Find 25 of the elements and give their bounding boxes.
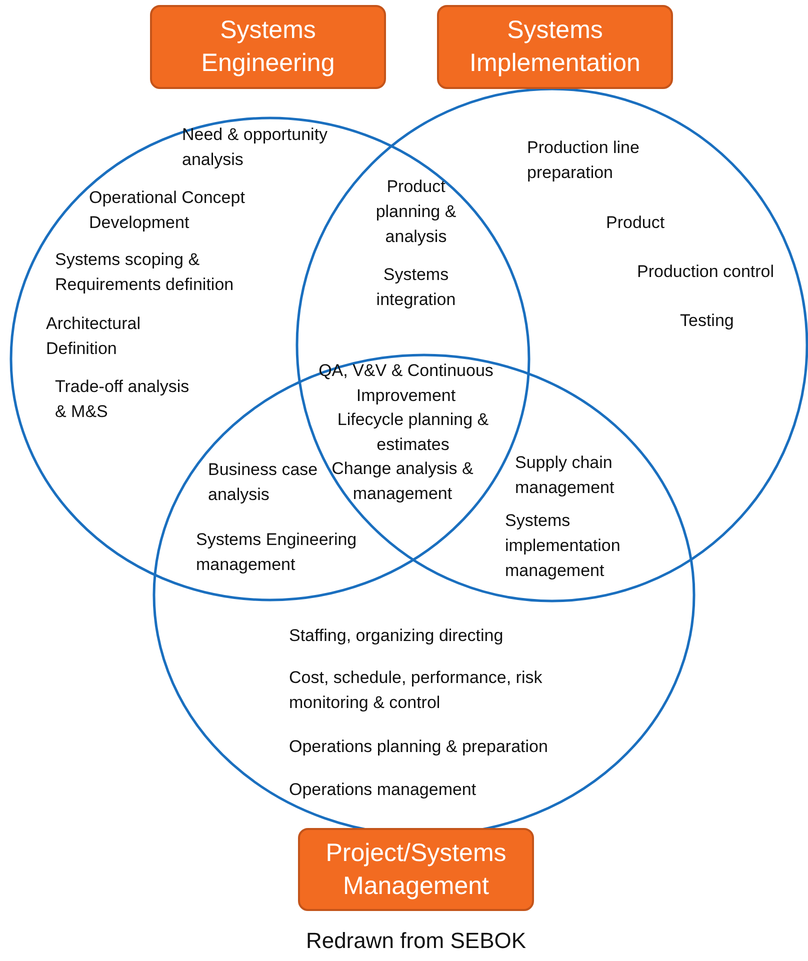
activity-text: Staffing, organizing directing — [289, 625, 504, 647]
activity-text: Systems scoping & Requirements definition — [55, 249, 235, 296]
activity-text: Trade-off analysis & M&S — [55, 376, 190, 423]
activity-text: Testing — [680, 310, 735, 332]
activity-text: Need & opportunity analysis — [182, 124, 329, 171]
activity-text: Cost, schedule, performance, risk monitoring & control — [289, 667, 544, 714]
heading-box: Systems Implementation — [437, 5, 673, 89]
activity-text: Architectural Definition — [46, 313, 142, 360]
activity-text: Operational Concept Development — [89, 187, 246, 234]
activity-text: Systems Engineering management — [196, 529, 358, 576]
activity-text: Business case analysis — [208, 459, 319, 506]
activity-text: Operations management — [289, 779, 478, 801]
activity-text: Systems integration — [375, 264, 457, 311]
heading-box: Systems Engineering — [150, 5, 386, 89]
activity-text: Change analysis & management — [330, 458, 474, 505]
activity-text: Product planning & analysis — [374, 176, 458, 248]
activity-text: Lifecycle planning & estimates — [336, 409, 490, 456]
activity-text: Supply chain management — [515, 452, 616, 499]
activity-text: Product — [606, 212, 666, 234]
heading-box: Project/Systems Management — [298, 828, 534, 911]
activity-text: Systems implementation management — [505, 510, 622, 582]
caption-text: Redrawn from SEBOK — [304, 928, 528, 954]
activity-text: Operations planning & preparation — [289, 736, 549, 758]
activity-text: Production control — [637, 261, 776, 283]
activity-text: Production line preparation — [527, 137, 640, 184]
